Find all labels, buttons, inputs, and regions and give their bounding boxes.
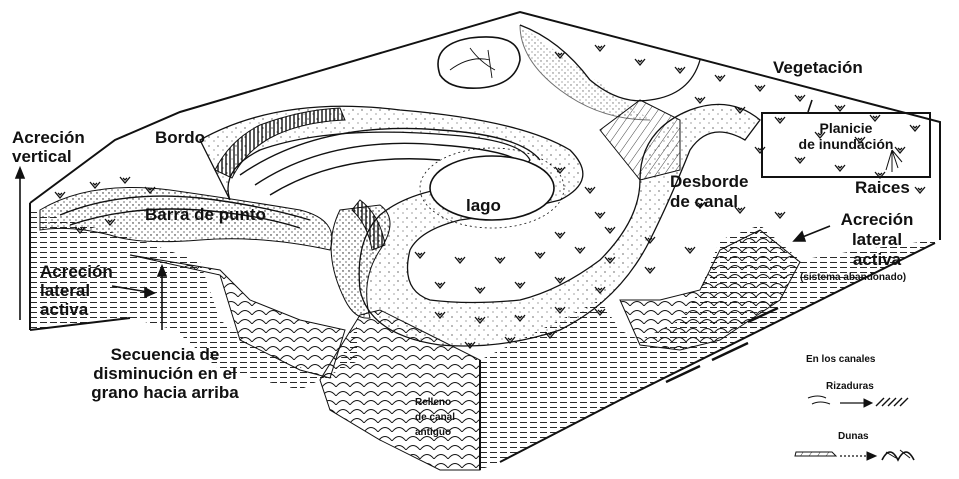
vegetation-mark [695, 97, 705, 103]
vegetation-mark [635, 59, 645, 65]
vegetation-mark [835, 105, 845, 111]
oxbow-lake [438, 37, 520, 88]
vegetation-mark [575, 247, 585, 253]
vegetation-mark [515, 282, 525, 288]
label-relleno-de-canal-antiguo: Relleno de canal antiguo [415, 395, 455, 440]
vegetation-mark [835, 165, 845, 171]
vegetation-mark [555, 232, 565, 238]
label-bordo: Bordo [155, 128, 205, 147]
vegetation-mark [915, 187, 925, 193]
label-acrecion-lateral-activa-left: Acreción lateral activa [40, 262, 113, 319]
vegetation-mark [455, 257, 465, 263]
vegetation-mark [435, 282, 445, 288]
label-sistema-abandonado: (sistema abandonado) [800, 272, 906, 284]
vegetation-mark [535, 252, 545, 258]
vegetation-mark [475, 287, 485, 293]
vegetation-mark [555, 277, 565, 283]
vegetation-mark [585, 187, 595, 193]
vegetation-mark [715, 75, 725, 81]
vegetation-mark [645, 267, 655, 273]
legend-rizaduras: Rizaduras [826, 381, 874, 393]
label-desborde-de-canal: Desborde de canal [670, 172, 748, 212]
vegetation-mark [795, 157, 805, 163]
vegetation-mark [415, 252, 425, 258]
vegetation-mark [755, 147, 765, 153]
legend-dunas: Dunas [838, 431, 869, 443]
vegetation-mark [120, 177, 130, 183]
label-vegetacion: Vegetación [773, 58, 863, 77]
vegetation-mark [90, 182, 100, 188]
label-acrecion-vertical: Acreción vertical [12, 128, 85, 166]
vegetation-mark [605, 227, 615, 233]
label-planicie-de-inundacion: Planicie de inundación [768, 120, 924, 152]
label-barra-de-punto: Barra de punto [145, 205, 266, 224]
vegetation-mark [595, 212, 605, 218]
vegetation-mark [755, 85, 765, 91]
label-raices: Raices [855, 178, 910, 197]
vegetation-mark [685, 247, 695, 253]
vegetation-mark [675, 67, 685, 73]
vegetation-mark [795, 95, 805, 101]
legend-title: En los canales [806, 354, 875, 366]
vegetation-mark [495, 257, 505, 263]
vegetation-mark [775, 212, 785, 218]
label-secuencia: Secuencia de disminución en el grano hac… [45, 345, 285, 402]
label-lago: lago [466, 196, 501, 215]
legend-glyphs [795, 396, 914, 460]
label-acrecion-lateral-activa-right: Acreción lateral activa [822, 210, 932, 270]
vegetation-mark [595, 45, 605, 51]
vegetation-mark [55, 192, 65, 198]
